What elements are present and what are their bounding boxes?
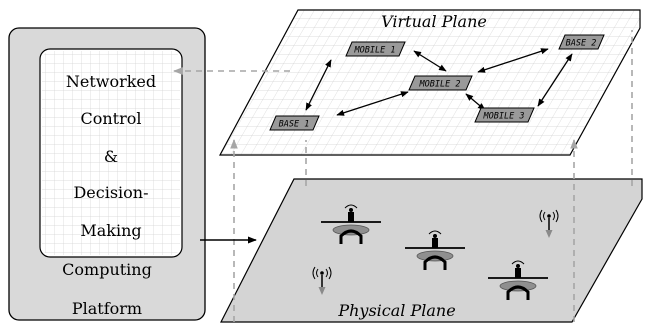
- physical-plane: [220, 178, 643, 323]
- platform-inner-line-1: Networked: [66, 72, 156, 91]
- platform-inner-line-3: &: [104, 147, 118, 166]
- platform-inner-line-4: Decision-: [73, 183, 148, 202]
- link-mobile1-mobile2: [413, 50, 447, 72]
- link-mobile2-mobile3: [465, 93, 486, 111]
- networked-control-grid: [42, 51, 180, 255]
- virtual-plane-title: Virtual Plane: [381, 12, 487, 31]
- link-mobile2-base1: [336, 91, 409, 116]
- node-mobile2-label: MOBILE 2: [419, 80, 461, 90]
- platform-outer-line-2: Platform: [72, 299, 142, 318]
- node-base1-box: [269, 115, 320, 131]
- platform-inner-line-5: Making: [80, 221, 141, 240]
- radio-tower-icon: [312, 266, 332, 295]
- physical-plane-title: Physical Plane: [337, 301, 455, 320]
- node-mobile3-box: [474, 107, 535, 123]
- node-base2-box: [558, 34, 605, 50]
- node-mobile2-box: [408, 75, 473, 91]
- radio-tower-icon: [539, 209, 559, 238]
- node-mobile3-label: MOBILE 3: [483, 112, 525, 122]
- drone-icon: [488, 260, 548, 300]
- node-mobile1-box: [345, 41, 406, 57]
- drone-icon: [321, 204, 381, 244]
- platform-inner-line-2: Control: [80, 109, 141, 128]
- node-base2-label: BASE 2: [566, 39, 597, 49]
- drone-icon: [405, 230, 465, 270]
- virtual-plane: [218, 9, 641, 156]
- link-base2-mobile3: [537, 53, 573, 107]
- link-mobile2-base2: [477, 48, 549, 73]
- node-mobile1-label: MOBILE 1: [354, 46, 396, 56]
- node-base1-label: BASE 1: [279, 120, 310, 130]
- platform-outer-line-1: Computing: [62, 260, 152, 279]
- link-mobile1-base1: [305, 59, 332, 111]
